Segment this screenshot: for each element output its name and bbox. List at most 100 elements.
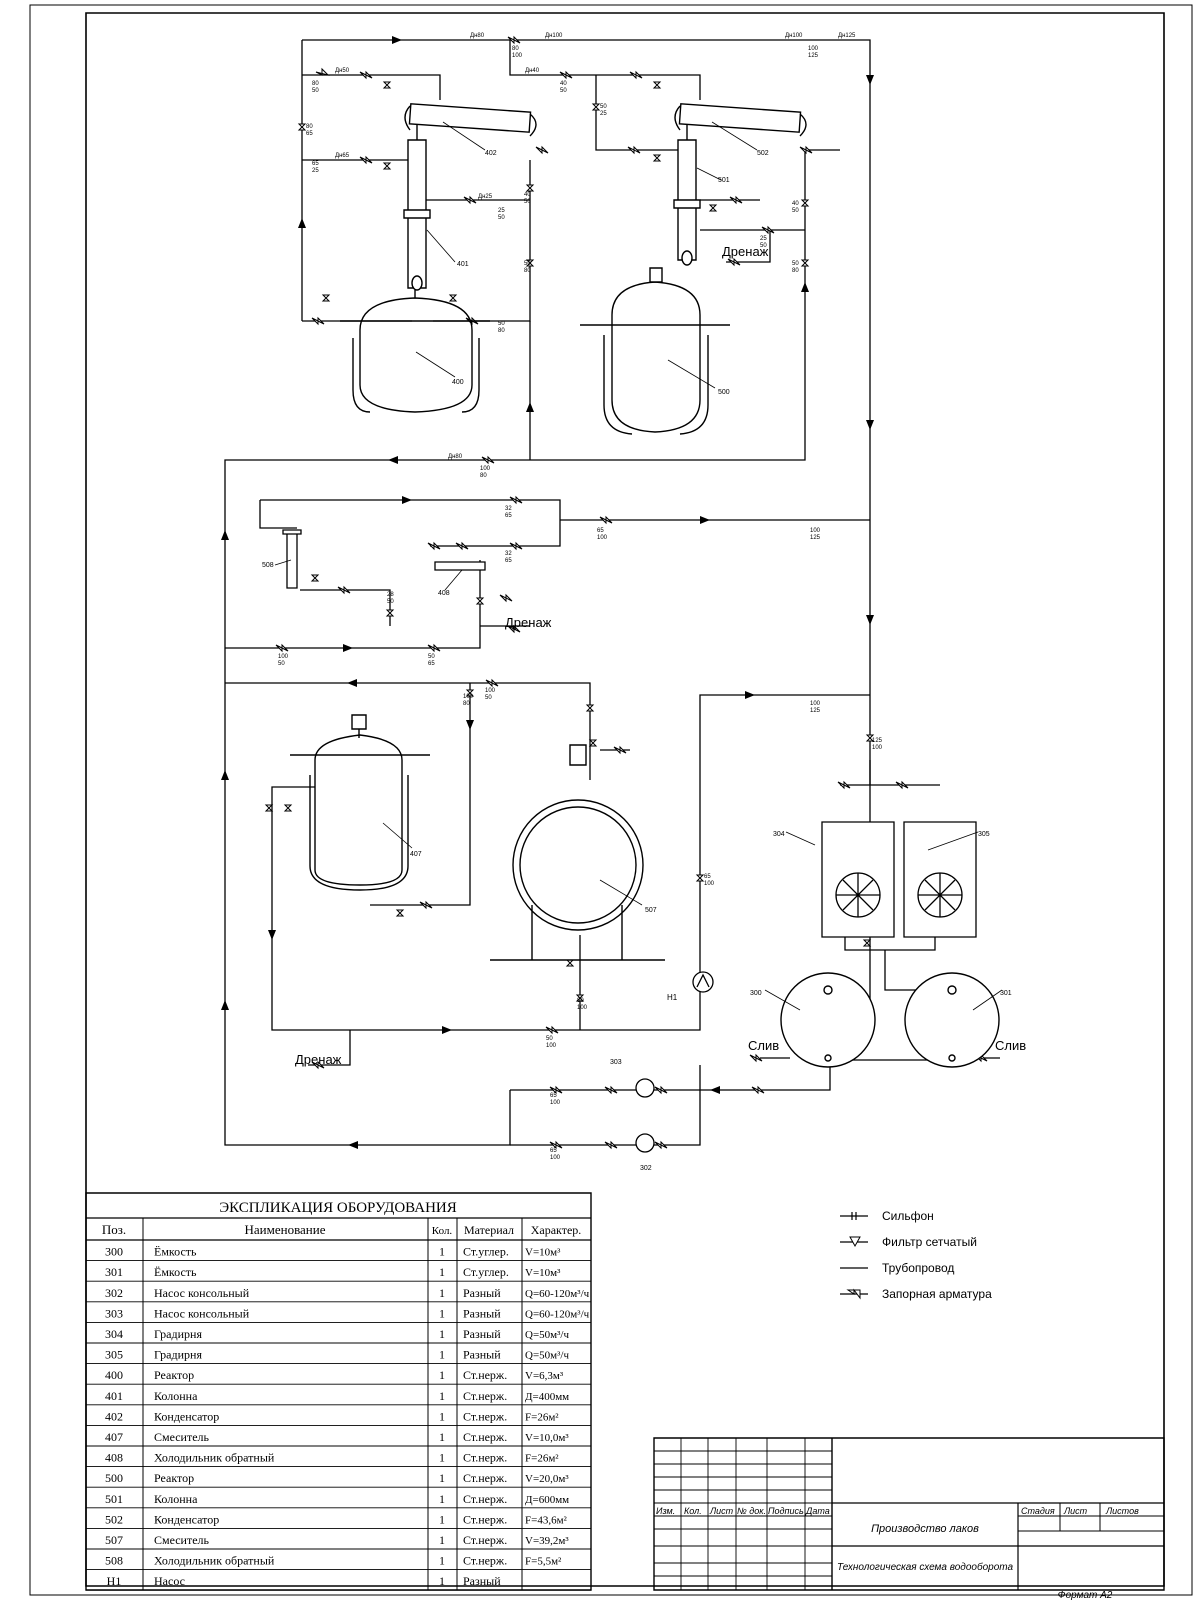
explication-cell: Ст.углер. xyxy=(463,1245,509,1259)
legend-label-valve: Запорная арматура xyxy=(882,1287,992,1301)
production-title: Производство лаков xyxy=(871,1523,979,1535)
explication-cell: 1 xyxy=(439,1348,445,1362)
explication-cell: Насос xyxy=(154,1574,185,1588)
svg-text:25: 25 xyxy=(760,236,767,242)
svg-text:50: 50 xyxy=(524,261,531,267)
explication-cell: 407 xyxy=(105,1430,123,1444)
svg-text:40: 40 xyxy=(792,201,799,207)
svg-text:65: 65 xyxy=(704,874,711,880)
column-401 xyxy=(404,120,430,290)
svg-text:50: 50 xyxy=(278,661,285,667)
pump-303 xyxy=(636,1079,654,1097)
mixer-407 xyxy=(290,715,430,890)
explication-cell: Ст.нерж. xyxy=(463,1409,507,1423)
tag-304: 304 xyxy=(773,831,785,838)
pump-n1 xyxy=(693,972,713,992)
tag-302: 302 xyxy=(640,1165,652,1172)
explication-cell: 1 xyxy=(439,1533,445,1547)
legend-bellows: Сильфон xyxy=(840,1209,934,1223)
discharge-label-right: Слив xyxy=(995,1038,1026,1053)
explication-cell: 301 xyxy=(105,1265,123,1279)
explication-cell: Разный xyxy=(463,1348,501,1362)
explication-cell: Q=60-120м³/ч xyxy=(525,1288,590,1300)
tag-303: 303 xyxy=(610,1059,622,1066)
svg-text:65: 65 xyxy=(505,513,512,519)
svg-text:80: 80 xyxy=(577,998,584,1004)
explication-cell: Реактор xyxy=(154,1368,194,1382)
tank-301 xyxy=(905,973,999,1067)
reactor-500 xyxy=(580,268,730,434)
condenser-402 xyxy=(405,104,536,136)
format-label: Формат А2 xyxy=(1058,1590,1113,1600)
svg-text:50: 50 xyxy=(485,695,492,701)
stage-header-sheets: Листов xyxy=(1105,1506,1139,1516)
tag-501: 501 xyxy=(718,177,730,184)
svg-text:32: 32 xyxy=(505,506,512,512)
svg-text:100: 100 xyxy=(550,1155,561,1161)
tag-401: 401 xyxy=(457,261,469,268)
explication-cell: 1 xyxy=(439,1409,445,1423)
svg-text:80: 80 xyxy=(498,328,505,334)
cooler-508 xyxy=(283,530,301,588)
tag-508: 508 xyxy=(262,562,274,569)
explication-cell: 507 xyxy=(105,1533,123,1547)
svg-text:50: 50 xyxy=(792,261,799,267)
explication-cell: Холодильник обратный xyxy=(154,1554,275,1568)
legend-filter: Фильтр сетчатый xyxy=(840,1235,977,1249)
stage-header-sheet: Лист xyxy=(1063,1506,1088,1516)
svg-text:25: 25 xyxy=(600,111,607,117)
svg-text:65: 65 xyxy=(550,1148,557,1154)
explication-cell: Ст.нерж. xyxy=(463,1471,507,1485)
explication-cell: Разный xyxy=(463,1286,501,1300)
svg-text:50: 50 xyxy=(387,599,394,605)
explication-cell: Q=50м³/ч xyxy=(525,1329,569,1341)
explication-cell: Ст.нерж. xyxy=(463,1451,507,1465)
explication-cell: 500 xyxy=(105,1471,123,1485)
svg-text:50: 50 xyxy=(498,215,505,221)
outer-frame xyxy=(30,5,1192,1595)
mixer-507 xyxy=(490,745,665,960)
svg-text:80: 80 xyxy=(312,81,319,87)
drain-label-501: Дренаж xyxy=(722,244,769,259)
svg-text:50: 50 xyxy=(600,104,607,110)
explication-cell: 1 xyxy=(439,1327,445,1341)
rev-header-sheet: Лист xyxy=(709,1506,734,1516)
explication-cell: V=20,0м³ xyxy=(525,1473,569,1485)
col-header-spec: Характер. xyxy=(531,1223,582,1237)
explication-cell: 1 xyxy=(439,1512,445,1526)
svg-text:100: 100 xyxy=(485,688,496,694)
rev-header-change: Изм. xyxy=(656,1506,675,1516)
equipment-tags: 402 401 400 502 501 500 508 408 407 507 … xyxy=(262,150,1012,1172)
col-header-material: Материал xyxy=(464,1223,514,1237)
svg-text:125: 125 xyxy=(872,738,883,744)
explication-cell: Разный xyxy=(463,1327,501,1341)
explication-cell: Конденсатор xyxy=(154,1409,219,1423)
explication-cell: 401 xyxy=(105,1389,123,1403)
col-header-name: Наименование xyxy=(245,1222,326,1237)
legend-label-bellows: Сильфон xyxy=(882,1209,934,1223)
svg-text:50: 50 xyxy=(760,243,767,249)
flow-arrows xyxy=(221,36,874,1149)
explication-cell: V=10м³ xyxy=(525,1267,561,1279)
explication-cell: 1 xyxy=(439,1554,445,1568)
cooler-408 xyxy=(435,562,485,570)
cooling-tower-304 xyxy=(822,822,894,937)
svg-text:125: 125 xyxy=(808,53,819,59)
explication-cell: 1 xyxy=(439,1492,445,1506)
explication-cell: 1 xyxy=(439,1245,445,1259)
explication-cell: Колонна xyxy=(154,1492,198,1506)
explication-cell: 302 xyxy=(105,1286,123,1300)
svg-text:Дн125: Дн125 xyxy=(838,33,856,39)
svg-text:125: 125 xyxy=(810,535,821,541)
explication-table: ЭКСПЛИКАЦИЯ ОБОРУДОВАНИЯ Поз. Наименован… xyxy=(86,1193,591,1590)
svg-text:80: 80 xyxy=(512,46,519,52)
svg-text:65: 65 xyxy=(505,558,512,564)
pipeline-network xyxy=(225,40,1000,1145)
svg-text:80: 80 xyxy=(524,268,531,274)
svg-text:Дн100: Дн100 xyxy=(785,33,803,39)
rev-header-qty: Кол. xyxy=(684,1506,702,1516)
flow-labels: Дренаж Дренаж Дренаж Слив Слив xyxy=(295,244,1026,1067)
explication-cell: Д=400мм xyxy=(525,1391,569,1403)
tag-502: 502 xyxy=(757,150,769,157)
drain-label-408: Дренаж xyxy=(505,615,552,630)
